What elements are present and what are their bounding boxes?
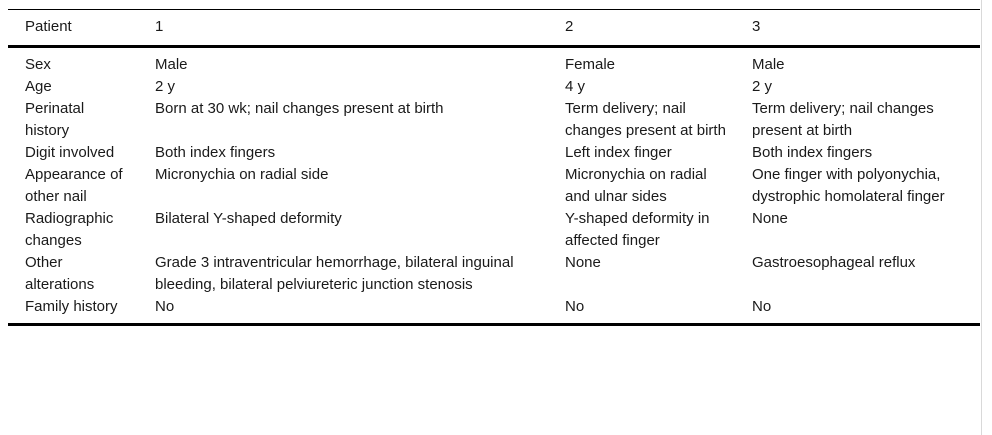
cell-radiographic-patient-1: Bilateral Y-shaped deformity [155,210,342,227]
row-label: Digit involved [25,144,115,161]
cell-appearance-patient-3: One finger with polyonychia, dystrophic … [752,166,945,205]
row-label: Appearance of other nail [25,166,123,205]
page-edge-divider [981,0,982,435]
cell-age-patient-1: 2 y [155,78,176,95]
table-row-family-history: Family history No No No [8,296,980,325]
table-row-radiographic-changes: Radiographic changes Bilateral Y-shaped … [8,208,980,252]
patient-case-table: Patient 1 2 3 Sex Male Female Male Age 2… [8,9,980,326]
cell-appearance-patient-1: Micronychia on radial side [155,166,329,183]
table-row-other-alterations: Other alterations Grade 3 intraventricul… [8,252,980,296]
column-header-patient-1: 1 [138,9,548,48]
column-header-patient-2: 2 [548,9,735,48]
cell-other-alterations-patient-2: None [565,254,601,271]
table-row-digit-involved: Digit involved Both index fingers Left i… [8,142,980,164]
cell-digit-patient-2: Left index finger [565,144,672,161]
cell-digit-patient-1: Both index fingers [155,144,276,161]
cell-sex-patient-3: Male [752,56,785,73]
cell-radiographic-patient-2: Y-shaped deformity in affected finger [565,210,710,249]
column-header-patient-3: 3 [735,9,980,48]
cell-age-patient-3: 2 y [752,78,773,95]
cell-sex-patient-2: Female [565,56,616,73]
row-label: Perinatal history [25,100,85,139]
table-row-age: Age 2 y 4 y 2 y [8,76,980,98]
cell-digit-patient-3: Both index fingers [752,144,873,161]
table-row-sex: Sex Male Female Male [8,47,980,77]
row-label: Radiographic changes [25,210,114,249]
cell-other-alterations-patient-1: Grade 3 intraventricular hemorrhage, bil… [155,254,514,293]
cell-family-history-patient-2: No [565,298,585,315]
cell-family-history-patient-3: No [752,298,772,315]
cell-appearance-patient-2: Micronychia on radial and ulnar sides [565,166,707,205]
cell-perinatal-patient-2: Term delivery; nail changes present at b… [565,100,726,139]
row-label: Age [25,78,52,95]
table-row-appearance-other-nail: Appearance of other nail Micronychia on … [8,164,980,208]
cell-family-history-patient-1: No [155,298,175,315]
cell-sex-patient-1: Male [155,56,188,73]
cell-perinatal-patient-3: Term delivery; nail changes present at b… [752,100,934,139]
row-label: Other alterations [25,254,95,293]
row-label: Family history [25,298,118,315]
cell-radiographic-patient-3: None [752,210,788,227]
cell-other-alterations-patient-3: Gastroesophageal reflux [752,254,916,271]
table-row-perinatal-history: Perinatal history Born at 30 wk; nail ch… [8,98,980,142]
column-header-patient: Patient [8,9,138,48]
cell-age-patient-2: 4 y [565,78,586,95]
cell-perinatal-patient-1: Born at 30 wk; nail changes present at b… [155,100,444,117]
row-label: Sex [25,56,51,73]
table-header-row: Patient 1 2 3 [8,9,980,48]
